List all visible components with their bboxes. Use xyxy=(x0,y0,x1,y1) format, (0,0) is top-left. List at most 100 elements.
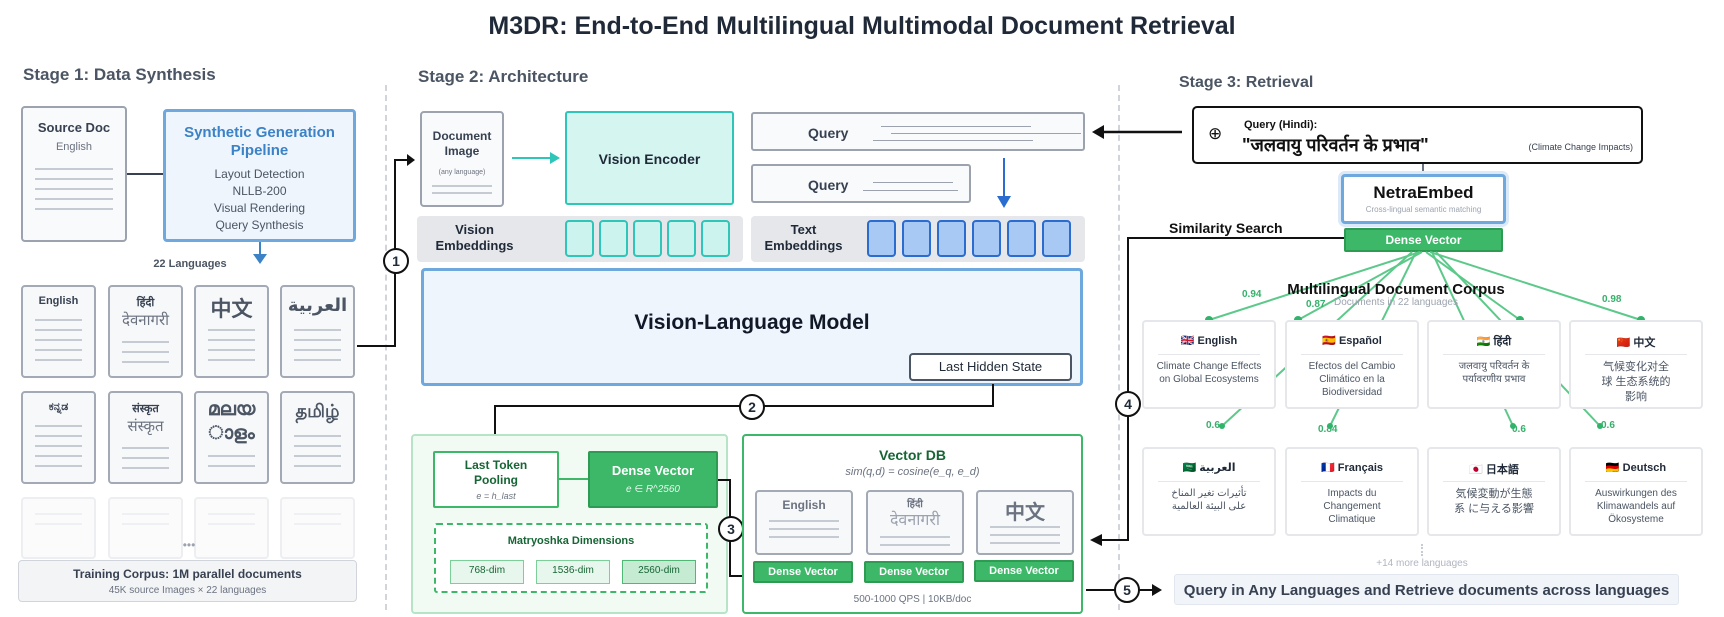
training-corpus-box: Training Corpus: 1M parallel documents 4… xyxy=(18,560,357,602)
pooling-formula: e = h_last xyxy=(476,491,516,501)
corpus-card-text: Climate Change Effects on Global Ecosyst… xyxy=(1156,361,1262,385)
matryoshka-dim: 1536-dim xyxy=(536,560,610,584)
corpus-title: Multilingual Document Corpus xyxy=(1287,281,1505,298)
similarity-score: 0.6 xyxy=(1512,424,1526,435)
corpus-card-name: 🇫🇷 Français xyxy=(1321,462,1383,474)
corpus-card-name: 🇪🇸 Español xyxy=(1322,335,1382,347)
query-down-arrow xyxy=(997,158,1011,208)
lang-card-sanskrit: संस्कृत संस्कृत xyxy=(108,391,183,484)
pooled-dense-vector: Dense Vector e ∈ R^2560 xyxy=(588,451,718,508)
text-embeddings-line2: Embeddings xyxy=(764,238,843,253)
lang-card-placeholder xyxy=(21,497,96,559)
query-text: "जलवायु परिवर्तन के प्रभाव" xyxy=(1242,135,1429,155)
db-dense-vector: Dense Vector xyxy=(864,561,964,583)
query-card: ⊕ Query (Hindi): "जलवायु परिवर्तन के प्र… xyxy=(1192,106,1643,164)
vision-embeddings-line1: Vision xyxy=(455,222,494,237)
diagram-title: M3DR: End-to-End Multilingual Multimodal… xyxy=(488,12,1236,40)
source-doc-subtitle: English xyxy=(55,141,93,153)
corpus-card-hindi: 🇮🇳 हिंदी जलवायु परिवर्तन के पर्यावरणीय प… xyxy=(1427,320,1561,409)
vision-encoder: Vision Encoder xyxy=(565,111,734,205)
text-embedding-cell xyxy=(937,220,966,257)
matryoshka-dim: 768-dim xyxy=(450,560,524,584)
netraembed-model: NetraEmbed Cross-lingual semantic matchi… xyxy=(1341,174,1506,224)
pipeline-step: Layout Detection xyxy=(214,167,305,181)
corpus-card-name: 🇯🇵 日本語 xyxy=(1469,464,1519,476)
document-image-line1: Document xyxy=(432,129,492,143)
model-subtitle: Cross-lingual semantic matching xyxy=(1365,205,1482,214)
lang-card-arabic: العربية xyxy=(280,285,355,378)
lang-card-english: English xyxy=(21,285,96,378)
lang-card-name: English xyxy=(38,295,79,307)
pipeline-step: Visual Rendering xyxy=(213,201,306,215)
db-doc-name: English xyxy=(782,498,826,512)
pooling-connector xyxy=(559,478,588,480)
source-to-pipeline-connector xyxy=(127,173,163,175)
corpus-card-name: 🇨🇳 中文 xyxy=(1616,337,1656,349)
lang-card-tamil: தமிழ் xyxy=(280,391,355,484)
document-image-card: Document Image (any language) xyxy=(420,111,504,207)
source-doc-card: Source Doc English xyxy=(21,106,127,242)
lang-card-script: देवनागरी xyxy=(122,312,169,329)
pipeline-step: Query Synthesis xyxy=(215,218,304,232)
query-label: Query (Hindi): xyxy=(1244,119,1318,131)
languages-label: 22 Languages xyxy=(153,258,227,270)
lang-card-name: ಕನ್ನಡ xyxy=(48,401,69,413)
lang-card-hindi: हिंदी देवनागरी xyxy=(108,285,183,378)
vision-embedding-cell xyxy=(667,220,696,257)
stage2-title: Stage 2: Architecture xyxy=(418,67,589,86)
corpus-card-text: Auswirkungen des Klimawandels auf Ökosys… xyxy=(1595,488,1677,525)
lang-card-script: संस्कृत xyxy=(127,418,164,435)
matryoshka-dim: 2560-dim xyxy=(622,560,696,584)
vector-db-formula: sim(q,d) = cosine(e_q, e_d) xyxy=(845,466,980,478)
lang-card-script: ാളം xyxy=(208,423,255,444)
corpus-card-name: 🇸🇦 العربية xyxy=(1182,462,1236,474)
lang-card-name: हिंदी xyxy=(136,297,155,309)
doc-text-lines xyxy=(35,168,113,218)
step-marker-2: 2 xyxy=(739,394,765,420)
text-embedding-cell xyxy=(902,220,931,257)
corpus-card-japanese: 🇯🇵 日本語 気候変動が生態系 に与える影響 xyxy=(1427,447,1561,536)
text-embedding-cell xyxy=(1007,220,1036,257)
pipeline-title-line1: Synthetic Generation xyxy=(184,124,335,141)
lang-card-placeholder xyxy=(280,497,355,559)
corpus-card-text: تأثيرات تغير المناخ على البيئة العالمية xyxy=(1171,488,1247,512)
final-result-banner: Query in Any Languages and Retrieve docu… xyxy=(1174,574,1679,605)
pooling-line1: Last Token xyxy=(464,458,528,472)
lang-card-placeholder xyxy=(108,497,183,559)
source-doc-title: Source Doc xyxy=(37,120,111,135)
similarity-score: 0.87 xyxy=(1306,299,1326,310)
lang-card-name: العربية xyxy=(287,295,348,315)
corpus-card-name: 🇮🇳 हिंदी xyxy=(1476,336,1512,348)
db-doc-name: 中文 xyxy=(1005,502,1045,524)
last-hidden-state: Last Hidden State xyxy=(909,353,1072,381)
doc-text-lines xyxy=(294,435,341,475)
doc-text-lines xyxy=(35,319,82,369)
similarity-score: 0.98 xyxy=(1602,294,1622,305)
vision-embedding-cell xyxy=(599,220,628,257)
corpus-card-text: Impacts du Changement Climatique xyxy=(1323,488,1381,525)
db-doc-name: हिंदी xyxy=(907,499,923,510)
model-name: NetraEmbed xyxy=(1373,183,1474,202)
pipeline-down-arrow xyxy=(253,242,267,264)
flow-arrow-1 xyxy=(357,154,415,347)
text-embeddings-line1: Text xyxy=(790,222,817,237)
corpus-card-english: 🇬🇧 English Climate Change Effects on Glo… xyxy=(1142,320,1276,409)
synthetic-generation-pipeline: Synthetic Generation Pipeline Layout Det… xyxy=(163,109,356,242)
document-image-line2: Image xyxy=(444,144,480,158)
last-token-pooling: Last Token Pooling e = h_last xyxy=(433,451,559,508)
doc-text-lines xyxy=(208,455,255,475)
corpus-card-spanish: 🇪🇸 Español Efectos del Cambio Climático … xyxy=(1285,320,1419,409)
vision-embedding-cell xyxy=(633,220,662,257)
more-dots xyxy=(1421,544,1423,556)
matryoshka-title: Matryoshka Dimensions xyxy=(507,535,635,547)
vector-db-stats: 500-1000 QPS | 10KB/doc xyxy=(853,594,972,605)
step-marker-5: 5 xyxy=(1114,577,1140,603)
corpus-card-french: 🇫🇷 Français Impacts du Changement Climat… xyxy=(1285,447,1419,536)
corpus-subtitle: Documents in 22 languages xyxy=(1334,297,1458,308)
document-image-note: (any language) xyxy=(438,169,486,176)
text-embedding-cell xyxy=(972,220,1001,257)
similarity-score: 0.6 xyxy=(1601,420,1615,431)
query-label: Query xyxy=(808,125,849,141)
query-label: Query xyxy=(808,177,849,193)
pipeline-step: NLLB-200 xyxy=(232,184,287,198)
